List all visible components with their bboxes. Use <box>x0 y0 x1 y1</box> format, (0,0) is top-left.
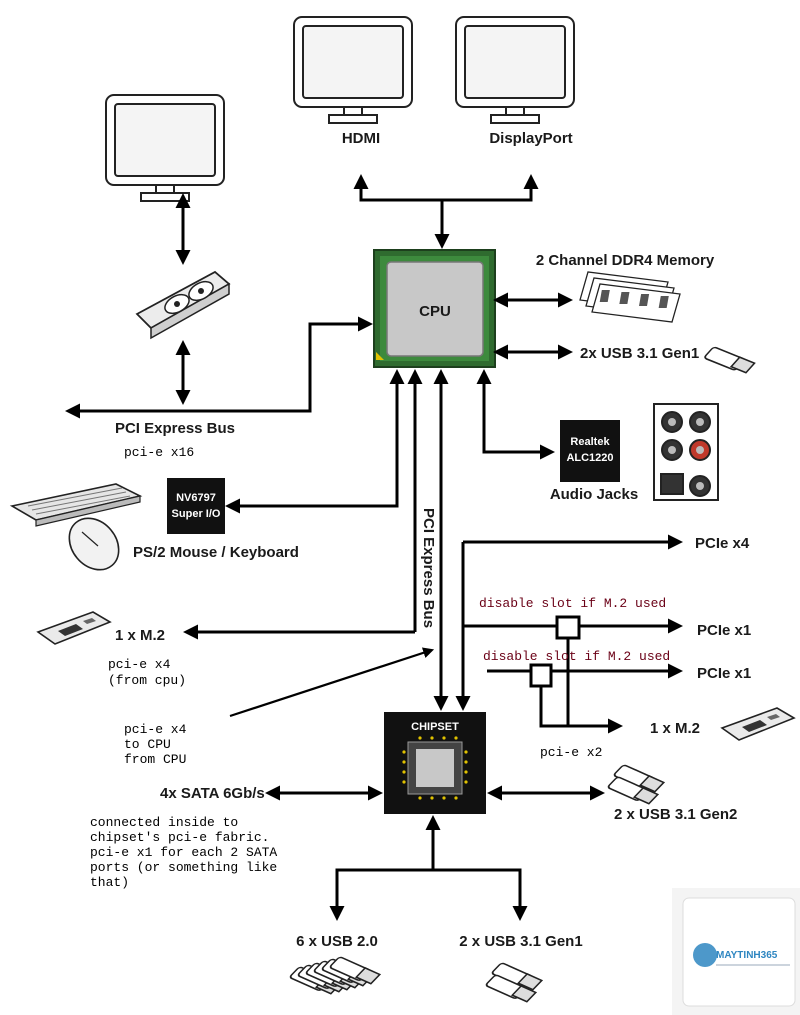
to-cpu-note-line1: pci-e x4 <box>124 722 187 737</box>
displayport-label: DisplayPort <box>489 130 572 147</box>
m2-ssd-icon-left <box>37 611 111 645</box>
to-cpu-note-line3: from CPU <box>124 752 186 767</box>
monitor-icon-hdmi <box>293 16 413 124</box>
sata-note-line2: chipset's pci-e fabric. <box>90 830 269 845</box>
chipset-chip-icon <box>384 712 486 814</box>
disable-slot-note-a: disable slot if M.2 used <box>479 596 666 611</box>
audio-chip-line1: Realtek <box>570 436 610 448</box>
pcie-x1-a-label: PCIe x1 <box>697 622 751 639</box>
to-cpu-note-line2: to CPU <box>124 737 171 752</box>
monitor-icon-gpu <box>105 94 225 202</box>
usb-stick-icon-gen2 <box>606 761 665 809</box>
usb-stick-icon-usb20 <box>288 953 381 999</box>
ram-stick-icon <box>579 271 681 323</box>
usb-stick-icon-cpu <box>702 344 756 378</box>
audio-chip-line2: ALC1220 <box>566 452 613 464</box>
pcie-x4-label: PCIe x4 <box>695 535 750 552</box>
pcie-x1-b-label: PCIe x1 <box>697 665 751 682</box>
usb31-cpu-label: 2x USB 3.1 Gen1 <box>580 345 699 362</box>
switch-b <box>529 663 553 688</box>
superio-line2: Super I/O <box>172 508 221 520</box>
m2-ssd-icon-right <box>721 707 795 741</box>
usb20-label: 6 x USB 2.0 <box>296 933 378 950</box>
to-cpu-arrow <box>229 647 435 718</box>
hdmi-label: HDMI <box>342 130 380 147</box>
monitor-icon-displayport <box>455 16 575 124</box>
memory-label: 2 Channel DDR4 Memory <box>536 252 715 269</box>
usb31-gen1-label: 2 x USB 3.1 Gen1 <box>459 933 582 950</box>
cpu-chip-icon <box>373 249 496 368</box>
pci-express-bus-label: PCI Express Bus <box>115 420 235 437</box>
m2-left-note-line1: pci-e x4 <box>108 657 171 672</box>
m2-left-note-line2: (from cpu) <box>108 673 186 688</box>
m2-left-label: 1 x M.2 <box>115 627 165 644</box>
m2-right-label: 1 x M.2 <box>650 720 700 737</box>
sata-note-line1: connected inside to <box>90 815 238 830</box>
audio-jack-panel-icon <box>653 403 719 501</box>
audio-chip <box>560 420 620 482</box>
pci-express-bus-line <box>65 316 373 419</box>
pcie-x16-note: pci-e x16 <box>124 445 194 460</box>
chipset-label: CHIPSET <box>411 721 459 733</box>
mouse-icon <box>68 517 120 571</box>
usb31-gen2-label: 2 x USB 3.1 Gen2 <box>614 806 737 823</box>
watermark-brand: MAYTINH365 <box>716 950 778 961</box>
disable-slot-note-b: disable slot if M.2 used <box>483 649 670 664</box>
watermark-logo: MAYTINH365 <box>672 888 800 1015</box>
graphics-card-icon <box>135 270 231 340</box>
sata-note-line3: pci-e x1 for each 2 SATA <box>90 845 277 860</box>
switch-a <box>555 615 581 640</box>
ps2-label: PS/2 Mouse / Keyboard <box>133 544 299 561</box>
superio-chip <box>167 478 225 534</box>
keyboard-icon <box>9 483 143 527</box>
sata-note-line4: ports (or something like <box>90 860 277 875</box>
superio-line1: NV6797 <box>176 492 216 504</box>
sata-label: 4x SATA 6Gb/s <box>160 785 265 802</box>
pcie-x2-note: pci-e x2 <box>540 745 602 760</box>
sata-note-line5: that) <box>90 875 129 890</box>
usb-stick-icon-gen1 <box>484 959 543 1007</box>
audio-jacks-label: Audio Jacks <box>550 486 638 503</box>
pci-express-bus-vertical-label: PCI Express Bus <box>420 508 437 628</box>
cpu-label: CPU <box>419 303 451 320</box>
